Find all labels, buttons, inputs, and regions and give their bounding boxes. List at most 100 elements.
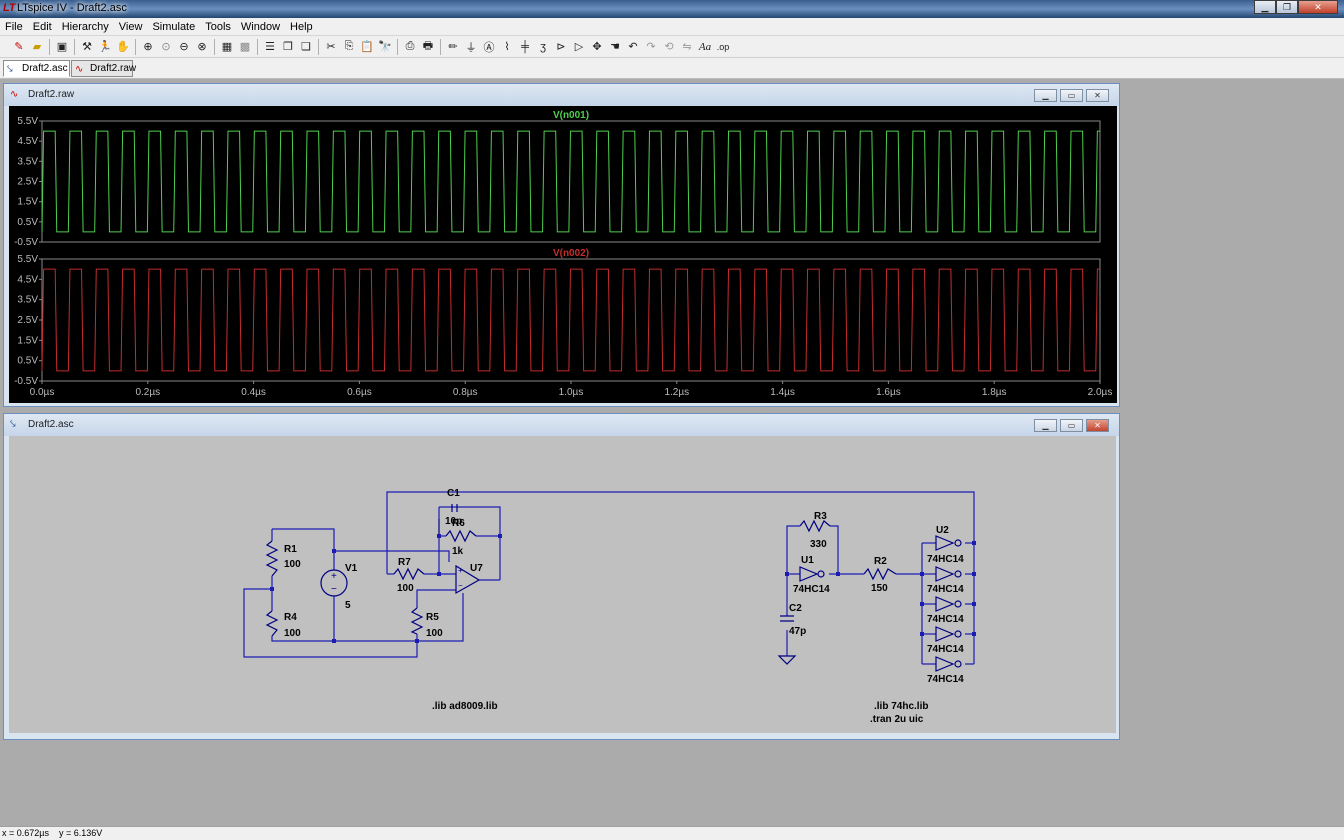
wire [417, 593, 464, 642]
junction-dot [437, 534, 441, 538]
close-button[interactable]: ✕ [1298, 0, 1338, 14]
wire [786, 525, 800, 574]
mirror-icon[interactable]: ⇋ [682, 41, 692, 53]
schematic-canvas[interactable]: + − + − [9, 436, 1116, 733]
zoom-cancel-icon[interactable]: ⊗ [197, 41, 207, 53]
control-panel-icon[interactable]: ⚒ [82, 41, 92, 53]
inverter-bubble [954, 539, 962, 547]
trace-label[interactable]: V(n001) [553, 110, 589, 121]
spice-directive-tran[interactable]: .tran 2u uic [870, 714, 924, 725]
close-button[interactable]: ✕ [1086, 419, 1109, 432]
spice-directive-icon[interactable]: .op [716, 41, 730, 52]
capacitor-icon[interactable]: ╪ [521, 40, 529, 53]
tab-draft2-raw[interactable]: ∿ Draft2.raw [71, 60, 136, 77]
waveform-window-title: Draft2.raw [28, 89, 75, 100]
move-icon[interactable]: ✥ [592, 41, 602, 53]
u2-label-2: 74HC14 [927, 584, 964, 595]
restore-button[interactable]: ❐ [1276, 0, 1298, 14]
inverter-u2c [935, 596, 955, 612]
drag-icon[interactable]: ☚ [610, 41, 620, 53]
print-preview-icon[interactable]: ⎙ [405, 40, 415, 52]
tab-draft2-asc[interactable]: ⤥ Draft2.asc [3, 60, 70, 77]
wire [243, 588, 418, 658]
open-icon[interactable]: ▰ [32, 41, 42, 53]
r2-value: 150 [871, 583, 888, 594]
inverter-u2d [935, 626, 955, 642]
resistor-icon[interactable]: ⌇ [504, 41, 510, 53]
junction-dot [332, 639, 336, 643]
cascade-icon[interactable]: ❐ [283, 41, 293, 53]
undo-icon[interactable]: ↶ [628, 41, 638, 53]
minimize-button[interactable]: ▁ [1034, 419, 1057, 432]
zoom-in-icon[interactable]: ⊕ [143, 41, 153, 53]
print-icon[interactable]: 🖶 [422, 40, 434, 52]
rotate-icon[interactable]: ⟲ [664, 41, 674, 53]
diode-icon[interactable]: ⊳ [556, 41, 566, 53]
minimize-button[interactable]: ▁ [1034, 89, 1057, 102]
inverter-bubble [954, 570, 962, 578]
toolbar-separator [49, 38, 50, 55]
paste-icon[interactable]: 📋 [360, 41, 374, 53]
wire [271, 636, 417, 642]
spice-directive-lib-opamp[interactable]: .lib ad8009.lib [432, 701, 498, 712]
junction-dot [972, 632, 976, 636]
close-button[interactable]: ✕ [1086, 89, 1109, 102]
redo-icon[interactable]: ↷ [646, 41, 656, 53]
capacitor-c1-plates [451, 504, 458, 512]
schematic-window-caption[interactable]: ⤥ Draft2.asc ▁ ▭ ✕ [4, 414, 1119, 436]
copy-icon[interactable]: ⎘ [344, 40, 354, 52]
ground-icon[interactable]: ⏚ [465, 41, 477, 54]
text-icon[interactable]: Aa [698, 40, 712, 53]
u2-label-3: 74HC14 [927, 614, 964, 625]
label-net-icon[interactable]: Ⓐ [483, 41, 495, 54]
y-tick-label: 3.5V [17, 295, 38, 306]
autorange-icon[interactable]: ▦ [221, 41, 233, 53]
menu-edit[interactable]: Edit [32, 20, 52, 33]
wire-icon[interactable]: ✏ [448, 41, 458, 53]
y-tick-label: 2.5V [17, 315, 38, 326]
find-icon[interactable]: 🔭 [378, 41, 392, 53]
tile-horizontal-icon[interactable]: ☰ [265, 41, 275, 53]
waveform-window-caption[interactable]: ∿ Draft2.raw ▁ ▭ ✕ [4, 84, 1119, 106]
toolbar-separator [397, 38, 398, 55]
minimize-button[interactable]: ▁ [1254, 0, 1276, 14]
x-tick-label: 1.0µs [559, 387, 584, 398]
menu-view[interactable]: View [118, 20, 143, 33]
r4-ref: R4 [284, 612, 297, 623]
menu-help[interactable]: Help [290, 20, 313, 33]
menu-file[interactable]: File [5, 20, 23, 33]
grid-icon[interactable]: ▩ [239, 41, 251, 53]
tile-vertical-icon[interactable]: ❏ [301, 41, 311, 53]
run-icon[interactable]: 🏃 [98, 41, 112, 53]
schematic-drawing[interactable]: + − + − [9, 436, 1116, 733]
inductor-icon[interactable]: ʒ [540, 40, 546, 53]
capacitor-c2 [780, 615, 794, 622]
halt-icon[interactable]: ✋ [116, 41, 130, 53]
junction-dot [836, 572, 840, 576]
resistor-r6 [445, 529, 477, 543]
waveform-icon: ∿ [75, 64, 84, 75]
zoom-out-icon[interactable]: ⊖ [179, 41, 189, 53]
trace-label[interactable]: V(n002) [553, 248, 589, 259]
maximize-button[interactable]: ▭ [1060, 89, 1083, 102]
new-schematic-icon[interactable]: ✎ [14, 41, 24, 53]
c1-value: 10p [445, 516, 462, 527]
junction-dot [437, 572, 441, 576]
component-icon[interactable]: ▷ [574, 41, 584, 53]
r5-ref: R5 [426, 612, 439, 623]
zoom-full-icon[interactable]: ⊙ [161, 41, 171, 53]
menu-tools[interactable]: Tools [205, 20, 231, 33]
menu-hierarchy[interactable]: Hierarchy [61, 20, 109, 33]
u2-label-1: 74HC14 [927, 554, 964, 565]
menu-window[interactable]: Window [240, 20, 281, 33]
spice-directive-lib-74hc[interactable]: .lib 74hc.lib [874, 701, 928, 712]
menu-simulate[interactable]: Simulate [152, 20, 196, 33]
save-icon[interactable]: ▣ [56, 41, 68, 53]
maximize-button[interactable]: ▭ [1060, 419, 1083, 432]
junction-dot [972, 572, 976, 576]
waveform-plot[interactable]: V(n001)5.5V4.5V3.5V2.5V1.5V0.5V-0.5V V(n… [9, 106, 1117, 403]
cut-icon[interactable]: ✂ [326, 41, 336, 53]
wire [830, 525, 839, 574]
inverter-u1-bubble [817, 570, 825, 578]
